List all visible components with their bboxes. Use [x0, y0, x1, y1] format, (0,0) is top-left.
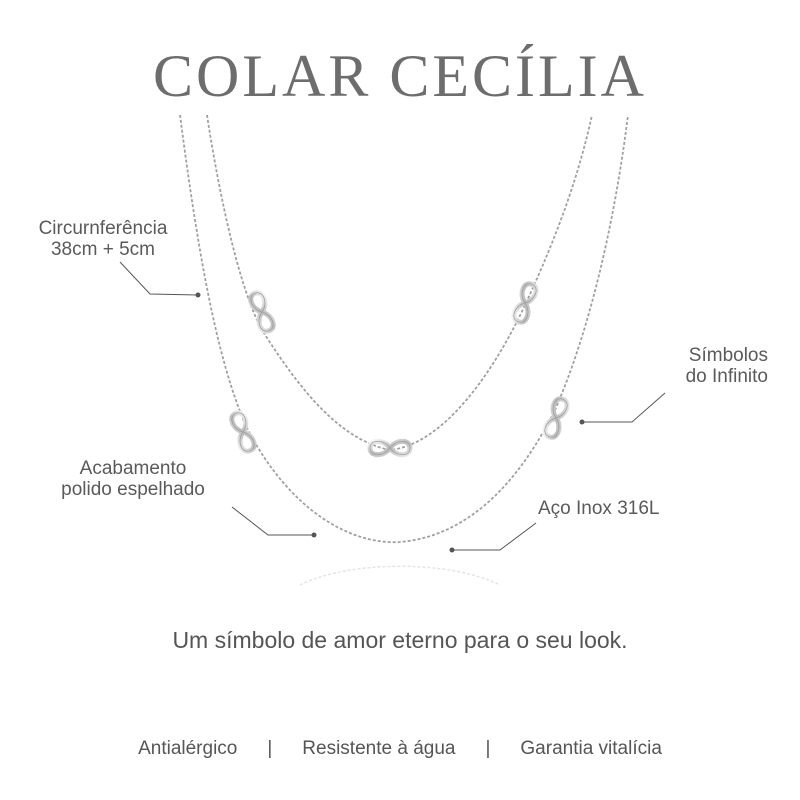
feature-separator: |	[485, 738, 491, 759]
infinity-pendant-icon	[230, 411, 256, 453]
callout-finish	[231, 506, 314, 536]
page-title: COLAR CECÍLIA	[153, 43, 647, 109]
feature-lifetime-warranty: Garantia vitalícia	[520, 738, 662, 759]
callout-symbols	[582, 392, 666, 423]
callout-material	[452, 522, 537, 551]
feature-list: Antialérgico | Resistente à água | Garan…	[0, 738, 800, 760]
feature-water-resistant: Resistente à água	[302, 738, 456, 759]
label-circumference: Circurnferência 38cm + 5cm	[38, 218, 168, 260]
chain-reflection	[299, 565, 501, 586]
callout-circumference	[119, 261, 199, 296]
label-material: Aço Inox 316L	[538, 498, 660, 519]
inner-chain	[206, 114, 593, 451]
outer-chain	[179, 114, 629, 543]
label-finish: Acabamento polido espelhado	[61, 458, 205, 500]
label-infinity-symbols: Símbolos do Infinito	[685, 345, 768, 387]
feature-hypoallergenic: Antialérgico	[138, 738, 238, 759]
infinity-pendant-icon	[543, 397, 569, 439]
tagline: Um símbolo de amor eterno para o seu loo…	[172, 627, 628, 653]
infinity-pendant-icon	[512, 282, 538, 324]
feature-separator: |	[267, 738, 273, 759]
